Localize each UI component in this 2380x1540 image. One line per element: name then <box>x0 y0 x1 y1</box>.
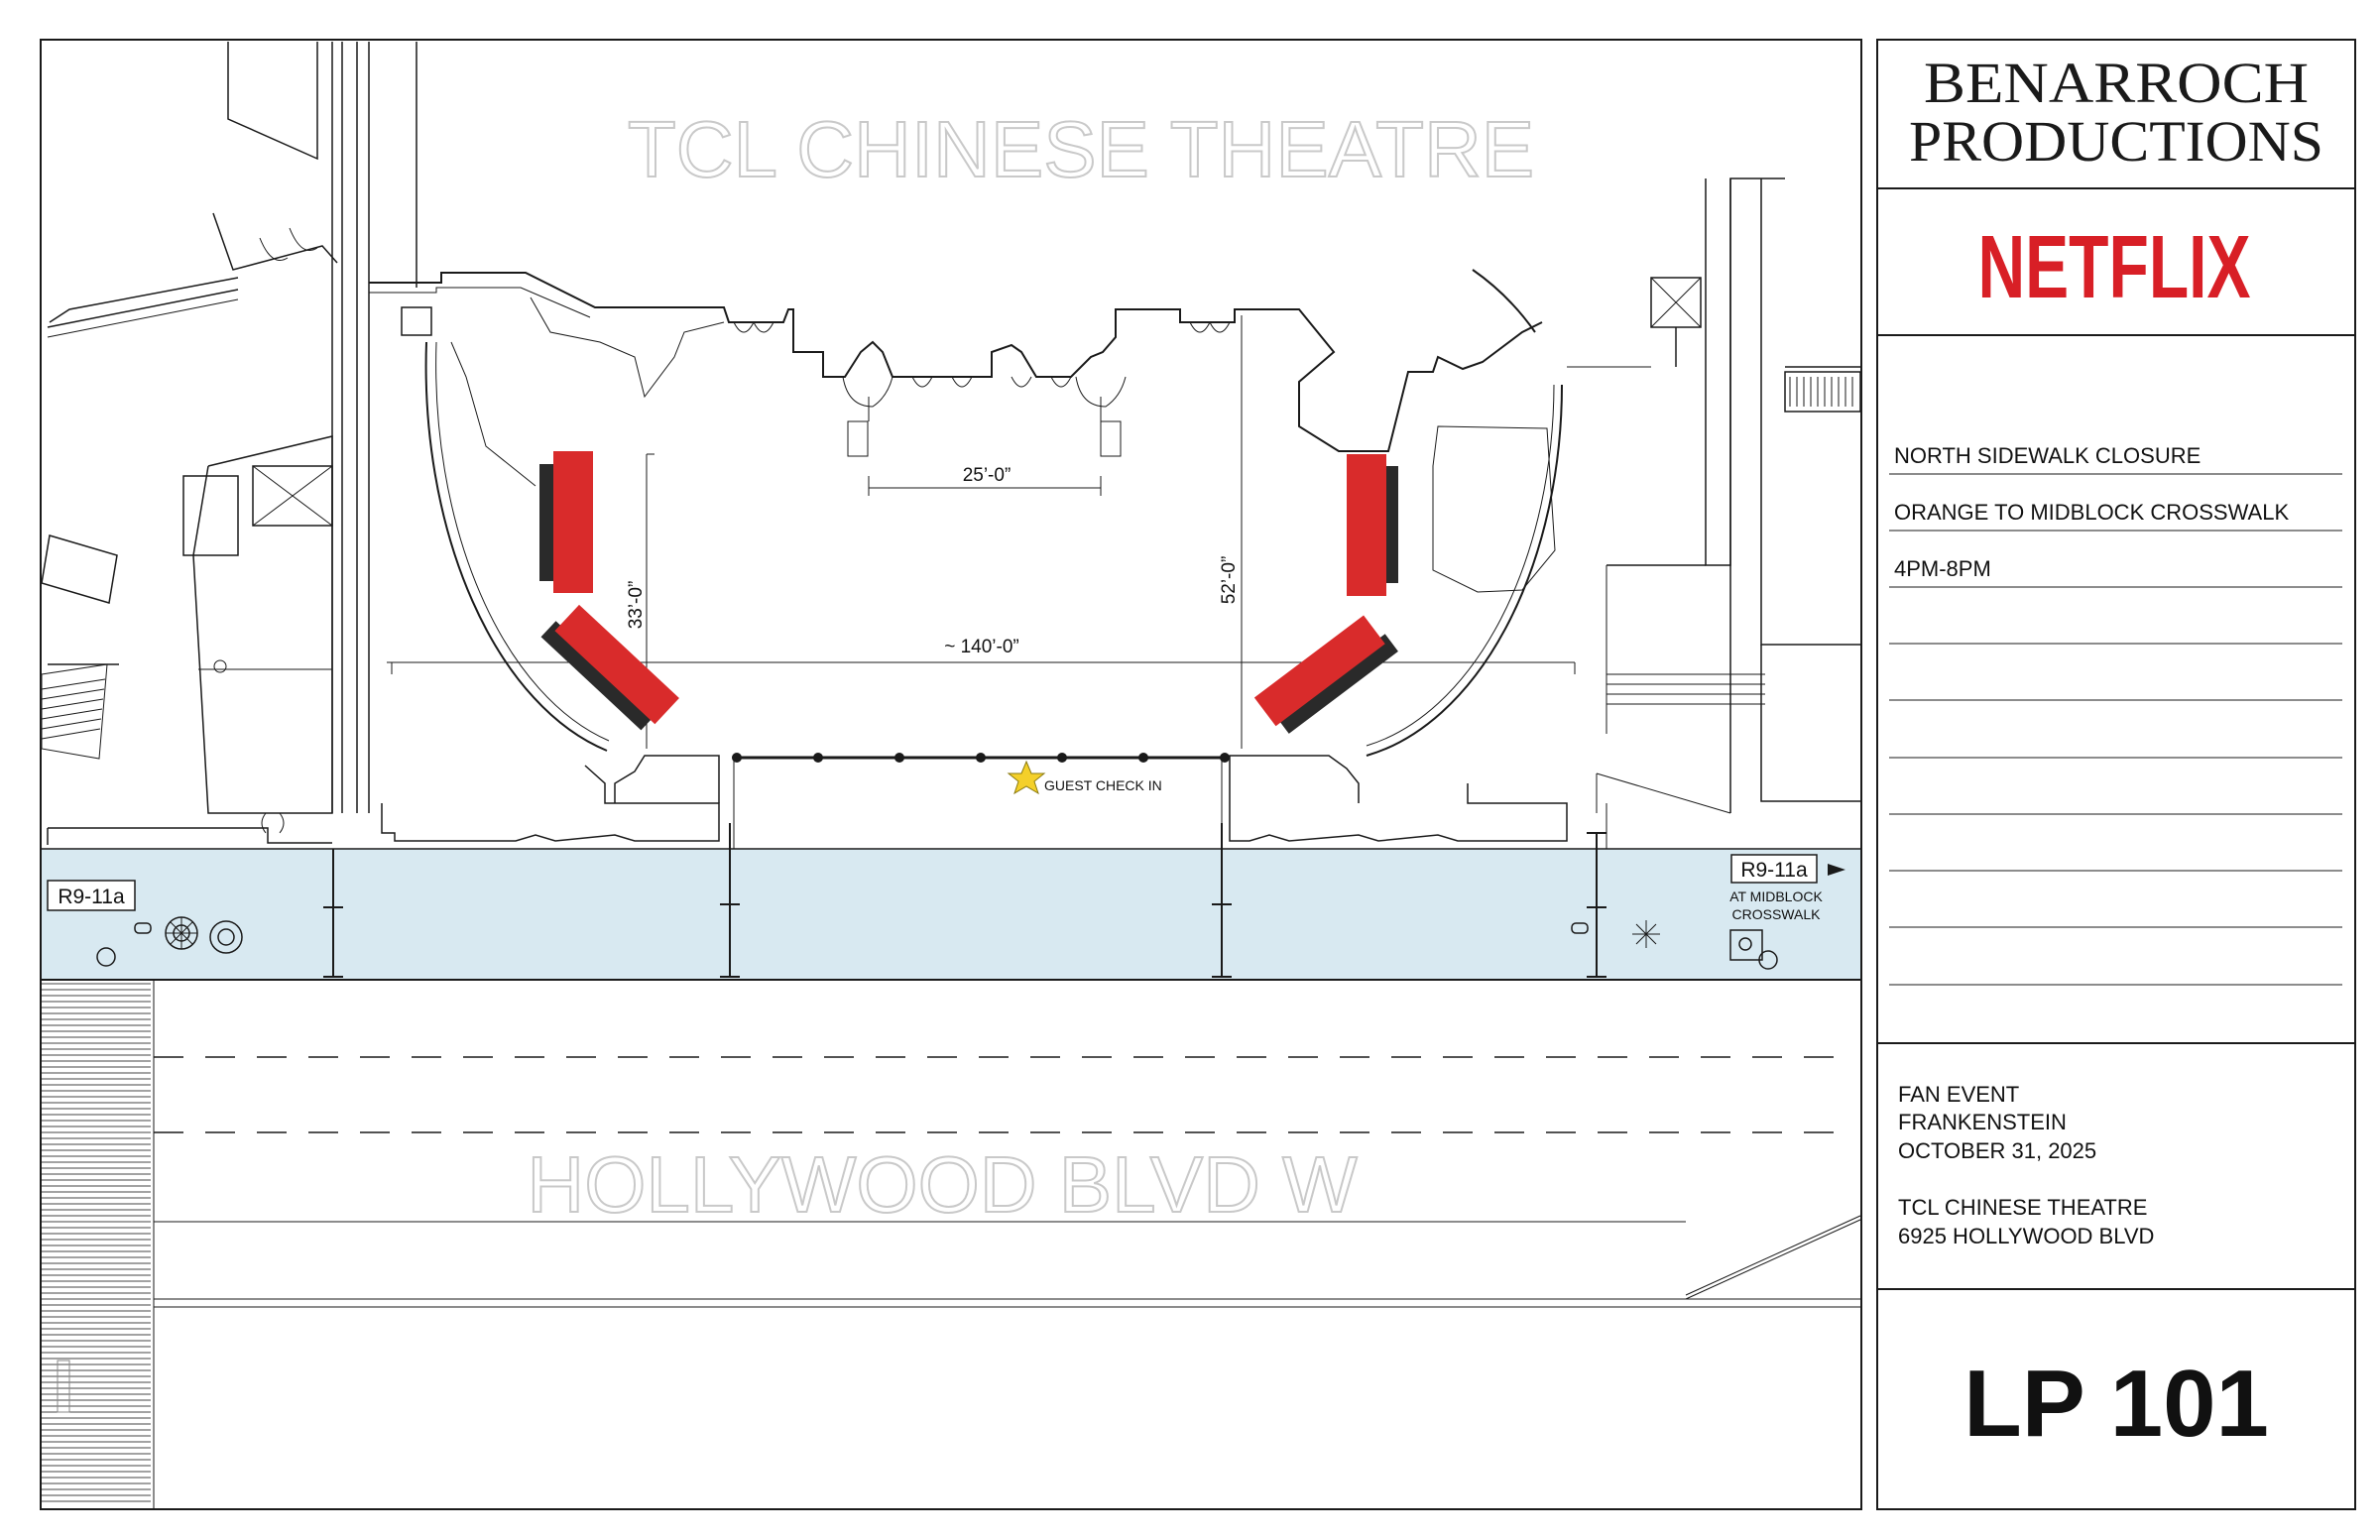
barrier-left-angled <box>554 604 679 725</box>
barrier-left-vertical <box>553 451 593 593</box>
sidewalk-closure-zone <box>42 849 1860 980</box>
sign-left-box <box>47 880 136 911</box>
sidewalk-poles <box>323 823 1606 978</box>
sign-left-label: R9-11a <box>58 886 125 908</box>
barrier-right-angled <box>1253 615 1385 727</box>
crosswalk-hatch <box>42 983 151 1502</box>
notes-rules <box>1889 473 2342 986</box>
dim-entry-width: 25’-0” <box>963 465 1012 486</box>
sheet-number: LP 101 <box>1964 1351 2269 1457</box>
barrier-right-vertical-shadow <box>1384 466 1398 583</box>
sidewalk-fixtures <box>96 916 1778 970</box>
manhole-icon <box>96 947 116 967</box>
stanchion-post <box>1138 753 1148 763</box>
stanchion-line <box>732 753 1230 763</box>
event-name: FRANKENSTEIN <box>1898 1110 2067 1134</box>
utility-box-icon <box>1729 929 1763 961</box>
barrier-left-vertical-shadow <box>539 464 553 581</box>
stanchion-post <box>1057 753 1067 763</box>
dim-forecourt-width: ~ 140’-0” <box>944 637 1019 657</box>
event-date: OCTOBER 31, 2025 <box>1898 1138 2096 1163</box>
theatre-label: TCL CHINESE THEATRE <box>628 105 1534 193</box>
guest-check-in-label: GUEST CHECK IN <box>1044 777 1162 793</box>
left-stair <box>41 534 118 760</box>
street-fixture <box>57 1360 70 1413</box>
sign-right-note-1: AT MIDBLOCK <box>1729 888 1823 904</box>
event-type: FAN EVENT <box>1898 1082 2019 1107</box>
sign-right-box <box>1730 854 1818 884</box>
brand-line-1: BENARROCH <box>1924 51 2309 115</box>
manhole-icon-right <box>1758 950 1778 970</box>
arrow-right-icon <box>1828 864 1845 876</box>
drawing-frame <box>40 39 1862 1510</box>
barrier-group-right <box>1253 454 1398 734</box>
client-logo: NETFLIX <box>1978 218 2251 317</box>
dim-left-depth: 33’-0” <box>626 581 647 630</box>
stanchion-post <box>894 753 904 763</box>
right-buildings <box>1567 178 1861 814</box>
title-block: BENARROCH PRODUCTIONS NETFLIX NORTH SIDE… <box>1876 39 2356 1510</box>
note-line-1: NORTH SIDEWALK CLOSURE <box>1894 443 2201 468</box>
street-label: HOLLYWOOD BLVD W <box>527 1140 1358 1229</box>
dim-right-depth: 52’-0” <box>1219 556 1240 605</box>
note-line-3: 4PM-8PM <box>1894 556 1991 581</box>
palm-icon <box>1632 920 1660 948</box>
stanchion-post <box>732 753 742 763</box>
barrier-group-left <box>539 451 679 731</box>
title-block-frame <box>1876 39 2356 1510</box>
barrier-right-angled-shadow <box>1275 634 1398 734</box>
venue-name: TCL CHINESE THEATRE <box>1898 1195 2147 1220</box>
tree-grate-icon <box>209 920 243 954</box>
sign-right-note-2: CROSSWALK <box>1732 906 1822 922</box>
barrier-left-angled-shadow <box>540 621 656 731</box>
brand-line-2: PRODUCTIONS <box>1909 109 2323 174</box>
venue-address: 6925 HOLLYWOOD BLVD <box>1898 1224 2154 1248</box>
barrier-right-vertical <box>1347 454 1386 596</box>
sign-right-label: R9-11a <box>1740 859 1808 882</box>
left-buildings <box>47 42 417 845</box>
meter-icon-right <box>1571 922 1589 934</box>
note-line-2: ORANGE TO MIDBLOCK CROSSWALK <box>1894 500 2289 525</box>
stanchion-post <box>976 753 986 763</box>
star-icon <box>1007 760 1046 795</box>
stanchion-post <box>1220 753 1230 763</box>
street-lines <box>154 1056 1861 1308</box>
stanchion-post <box>813 753 823 763</box>
meter-icon <box>134 922 152 934</box>
